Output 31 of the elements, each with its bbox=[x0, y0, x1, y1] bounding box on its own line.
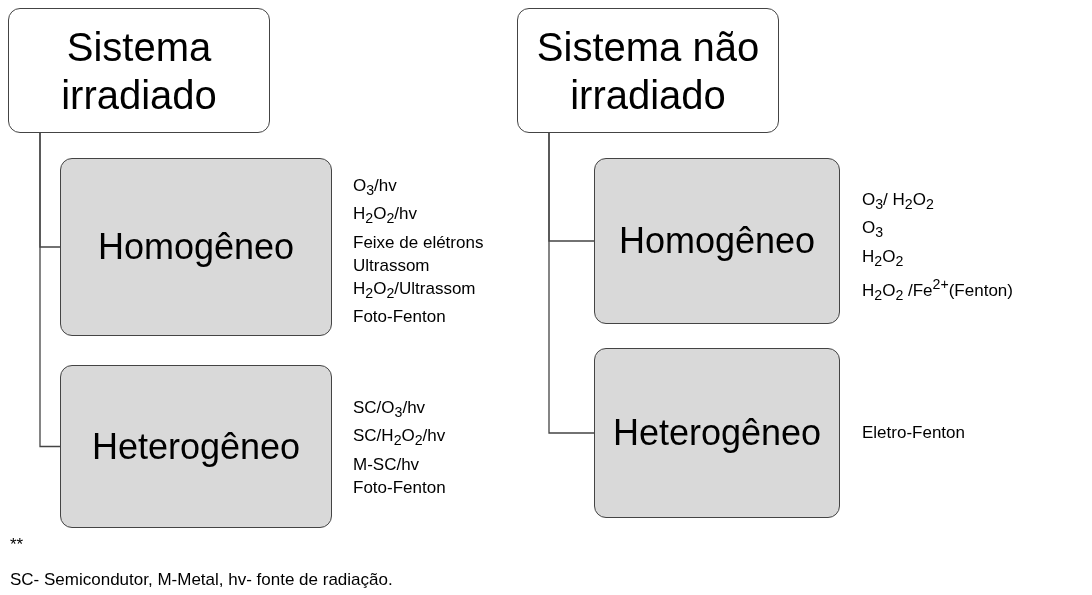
process-text: H$_{2}$O$_{2}$/hv bbox=[353, 203, 418, 229]
category-box bbox=[517, 8, 779, 133]
box-title: Homogêneo bbox=[618, 219, 816, 263]
process-text: H$_{2}$O$_{2}$/Ultrassom bbox=[353, 277, 477, 304]
box-title: Homogêneo bbox=[97, 225, 295, 269]
subcategory-box bbox=[60, 158, 332, 336]
process-text: O$_{3}$/hv bbox=[353, 175, 398, 201]
box-title: Sistema não irradiado bbox=[535, 23, 761, 119]
footnote-text: SC- Semicondutor, M-Metal, hv- fonte de radiação. bbox=[10, 570, 393, 590]
connector-line bbox=[39, 132, 61, 448]
process-text: Eletro-Fenton bbox=[862, 422, 965, 444]
box-title: Heterogêneo bbox=[612, 411, 822, 455]
subcategory-box bbox=[594, 348, 840, 518]
box-title: Heterogêneo bbox=[91, 424, 301, 469]
process-text: Foto-Fenton bbox=[353, 306, 447, 329]
process-text: H$_{2}$O$_{2}$ bbox=[862, 245, 905, 272]
process-text: SC/H$_{2}$O$_{2}$/hv bbox=[353, 425, 446, 451]
footnote-mark: ** bbox=[10, 535, 24, 555]
process-text: O$_{3}$/ H$_{2}$O$_{2}$ bbox=[862, 189, 935, 215]
process-text: Foto-Fenton bbox=[353, 476, 446, 499]
connector-line bbox=[548, 132, 595, 434]
process-text: H$_{2}$O$_{2}$ /Fe$^{2+}$(Fenton) bbox=[862, 275, 1013, 306]
process-text: M-SC/hv bbox=[353, 453, 421, 476]
box-title: Sistema irradiado bbox=[60, 23, 218, 119]
category-box bbox=[8, 8, 270, 133]
process-text: Ultrassom bbox=[353, 254, 431, 277]
subcategory-box bbox=[60, 365, 332, 528]
process-text: O$_{3}$ bbox=[862, 217, 885, 243]
process-text: SC/O$_{3}$/hv bbox=[353, 397, 427, 423]
subcategory-box bbox=[594, 158, 840, 324]
process-text: Feixe de elétrons bbox=[353, 231, 484, 254]
